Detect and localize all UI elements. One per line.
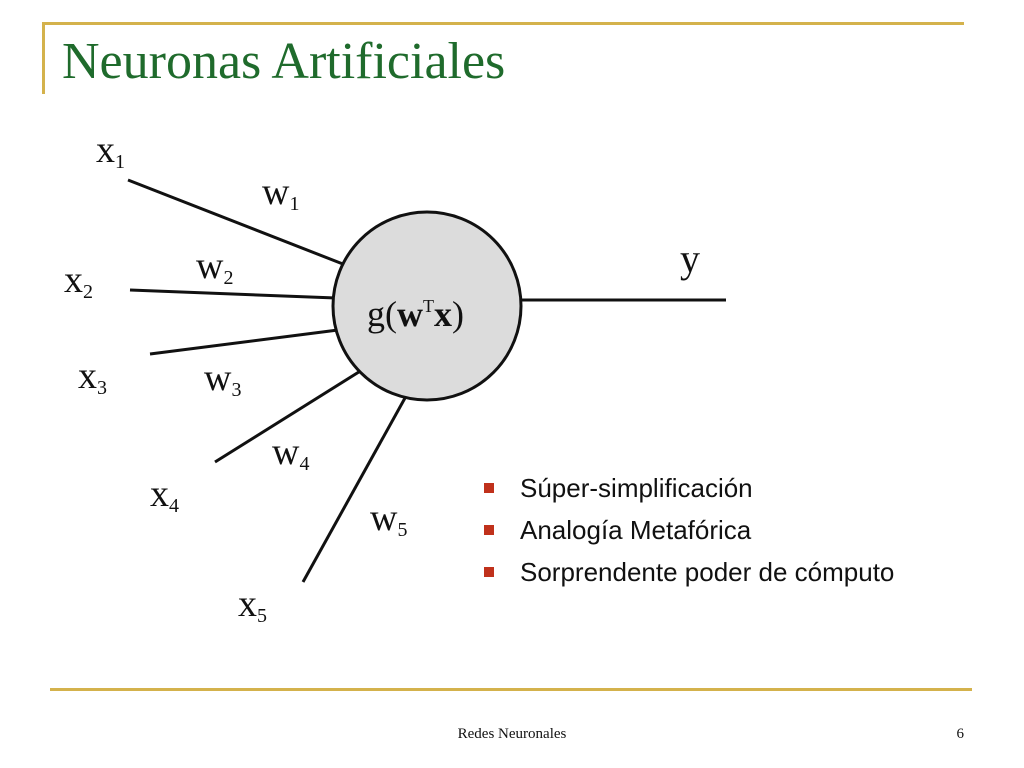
bullet-list: Súper-simplificación Analogía Metafórica… xyxy=(482,470,894,596)
neuron-input-symbol: x xyxy=(434,294,452,334)
weight-label-1: w1 xyxy=(262,171,299,215)
neuron-node xyxy=(331,210,523,402)
input-label-2: x2 xyxy=(64,259,93,303)
bullet-text: Súper-simplificación xyxy=(520,473,753,503)
bullet-item: Sorprendente poder de cómputo xyxy=(482,554,894,596)
input-line-5 xyxy=(301,397,407,583)
slide-title: Neuronas Artificiales xyxy=(62,33,506,90)
square-bullet-icon xyxy=(484,567,494,577)
neuron-function-close: ) xyxy=(452,294,464,334)
bullet-item: Analogía Metafórica xyxy=(482,512,894,554)
input-line-3 xyxy=(149,328,339,356)
footer-title: Redes Neuronales xyxy=(457,726,567,742)
input-line-1 xyxy=(127,178,349,268)
square-bullet-icon xyxy=(484,483,494,493)
input-line-4 xyxy=(214,368,363,464)
neuron-transpose-symbol: T xyxy=(423,296,434,316)
input-label-1: x1 xyxy=(96,129,125,173)
neuron-function-label: g(wTx) xyxy=(367,294,464,334)
input-line-2 xyxy=(129,288,337,300)
weight-label-4: w4 xyxy=(272,431,309,475)
weight-label-2: w2 xyxy=(196,245,233,289)
output-label: y xyxy=(680,236,700,281)
frame-rule-horizontal xyxy=(42,22,964,25)
bullet-text: Analogía Metafórica xyxy=(520,515,752,545)
footer-rule xyxy=(50,688,972,691)
neuron-weight-symbol: w xyxy=(397,294,423,334)
square-bullet-icon xyxy=(484,525,494,535)
input-label-4: x4 xyxy=(150,473,179,517)
input-label-5: x5 xyxy=(238,583,267,627)
weight-label-5: w5 xyxy=(370,497,407,541)
neuron-function-prefix: g( xyxy=(367,294,397,334)
frame-rule-vertical xyxy=(42,22,45,94)
bullet-text: Sorprendente poder de cómputo xyxy=(520,557,895,587)
input-label-3: x3 xyxy=(78,355,107,399)
weight-label-3: w3 xyxy=(204,357,241,401)
bullet-item: Súper-simplificación xyxy=(482,470,894,512)
page-number: 6 xyxy=(956,726,965,742)
